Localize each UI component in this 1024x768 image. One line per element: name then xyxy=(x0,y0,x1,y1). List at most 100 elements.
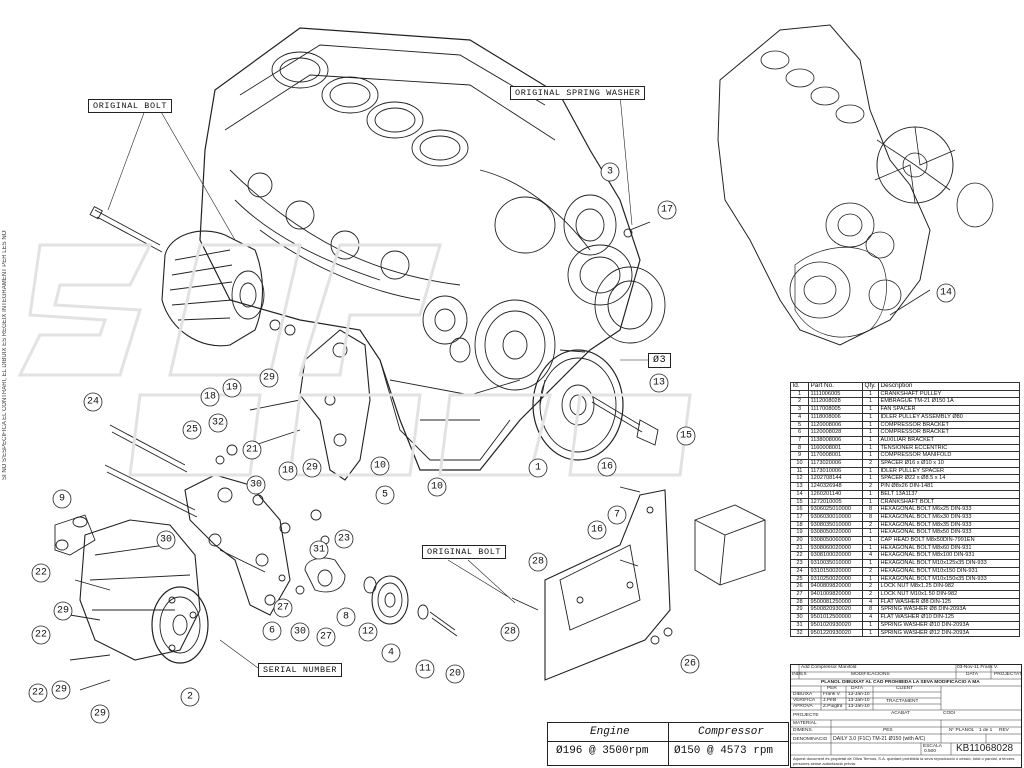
part-description: HEXAGONAL BOLT M10x150x35 DIN-933 xyxy=(878,574,1020,584)
balloon-10a: 10 xyxy=(370,456,390,476)
part-id: 29 xyxy=(790,605,809,615)
balloon-4: 4 xyxy=(381,643,401,663)
part-description: TENSIONER ECCENTRIC xyxy=(878,443,1020,453)
svg-text:8: 8 xyxy=(343,612,349,623)
svg-text:22: 22 xyxy=(35,568,47,579)
part-qty: 1 xyxy=(862,620,879,630)
date-label: DATA xyxy=(966,672,979,677)
part-description: SPRING WASHER Ø10 DIN-2093A xyxy=(878,620,1020,630)
part-number: 1118008006 xyxy=(808,412,863,422)
balloon-6: 6 xyxy=(262,621,282,641)
balloon-20: 20 xyxy=(445,664,465,684)
svg-text:12: 12 xyxy=(362,627,374,638)
balloon-24: 24 xyxy=(83,392,103,412)
data-label: DATA xyxy=(851,686,864,691)
part-number: 9310150020000 xyxy=(808,566,863,576)
part-description: SPACER Ø22 x Ø8.5 x 14 xyxy=(878,474,1020,484)
svg-text:10: 10 xyxy=(431,482,443,493)
part-id: 20 xyxy=(790,536,809,545)
part-id: 8 xyxy=(790,443,809,453)
balloon-22c: 22 xyxy=(28,683,48,703)
svg-text:29: 29 xyxy=(57,606,69,617)
part-description: HEXAGONAL BOLT M8x35 DIN-933 xyxy=(878,520,1020,530)
diameter-mark: Ø3 xyxy=(648,353,672,368)
svg-text:16: 16 xyxy=(601,462,613,473)
part-qty: 1 xyxy=(862,574,879,584)
drawing-number: KB11068028 xyxy=(956,743,1014,754)
part-qty: 1 xyxy=(862,435,879,445)
part-qty: 8 xyxy=(862,512,879,522)
inset-view xyxy=(717,24,994,346)
compressor-label: Compressor xyxy=(698,726,765,738)
part-description: HEXAGONAL BOLT M8x60 DIN-931 xyxy=(878,543,1020,553)
callout-original-spring-washer: ORIGINAL SPRING WASHER xyxy=(510,86,646,100)
part-number: 9308100020000 xyxy=(808,551,863,561)
part-description: COMPRESSOR BRACKET xyxy=(878,420,1020,430)
part-number: 9308050020000 xyxy=(808,528,863,538)
balloon-12: 12 xyxy=(358,622,378,642)
balloon-13: 13 xyxy=(649,373,669,393)
svg-text:13: 13 xyxy=(653,378,665,389)
pes-label: PES xyxy=(883,728,893,733)
part-qty: 1 xyxy=(862,428,879,437)
rev-label: REV xyxy=(999,728,1009,733)
balloon-29d: 29 xyxy=(51,680,71,700)
balloon-27b: 27 xyxy=(316,627,336,647)
svg-text:30: 30 xyxy=(160,535,172,546)
per-label: PER xyxy=(827,686,837,691)
part-id: 12 xyxy=(790,474,809,484)
part-qty: 8 xyxy=(862,605,879,615)
balloon-17: 17 xyxy=(657,200,677,220)
svg-text:18: 18 xyxy=(282,466,294,477)
balloon-18b: 18 xyxy=(278,461,298,481)
svg-text:29: 29 xyxy=(55,685,67,696)
part-id: 22 xyxy=(790,551,809,561)
part-id: 31 xyxy=(790,620,809,630)
part-description: CRANKSHAFT PULLEY xyxy=(878,389,1020,399)
part-number: 1138008006 xyxy=(808,435,863,445)
mod-label: Add Compressor Manifold xyxy=(801,665,857,670)
part-qty: 1 xyxy=(862,528,879,538)
svg-text:19: 19 xyxy=(226,383,238,394)
balloon-29b: 29 xyxy=(302,458,322,478)
material-label: MATERIAL xyxy=(793,721,817,726)
part-id: 23 xyxy=(790,559,809,568)
part-qty: 1 xyxy=(862,397,879,407)
cad-warning: PLANOL DIBUIXAT AL CAD PROHIBIDA LA SEVA… xyxy=(821,680,980,685)
balloon-19: 19 xyxy=(222,378,242,398)
balloon-16b: 16 xyxy=(587,520,607,540)
ac-compressor xyxy=(79,519,209,664)
part-id: 26 xyxy=(790,582,809,591)
callout-original-bolt-bottom: ORIGINAL BOLT xyxy=(422,545,507,559)
acabat-label: ACABAT xyxy=(891,711,910,716)
part-description: SPRING WASHER Ø12 DIN-2093A xyxy=(878,628,1020,638)
part-description: HEXAGONAL BOLT M10x150 DIN-931 xyxy=(878,566,1020,576)
callout-serial-number: SERIAL NUMBER xyxy=(258,663,343,677)
balloon-32: 32 xyxy=(208,413,228,433)
part-number: 1240326948 xyxy=(808,482,863,491)
part-id: 15 xyxy=(790,497,809,507)
part-id: 6 xyxy=(790,428,809,437)
part-number: 9501012500000 xyxy=(808,613,863,622)
title-block: Add Compressor Manifold 03-Nov-11 Frank … xyxy=(790,664,1022,768)
svg-text:26: 26 xyxy=(684,659,696,670)
part-number: 1272010005 xyxy=(808,497,863,507)
part-number: 1112008028 xyxy=(808,397,863,407)
dibuixa-name: Frank V. xyxy=(823,692,841,697)
client-label: CLIENT xyxy=(896,686,914,691)
balloon-11: 11 xyxy=(415,659,435,679)
